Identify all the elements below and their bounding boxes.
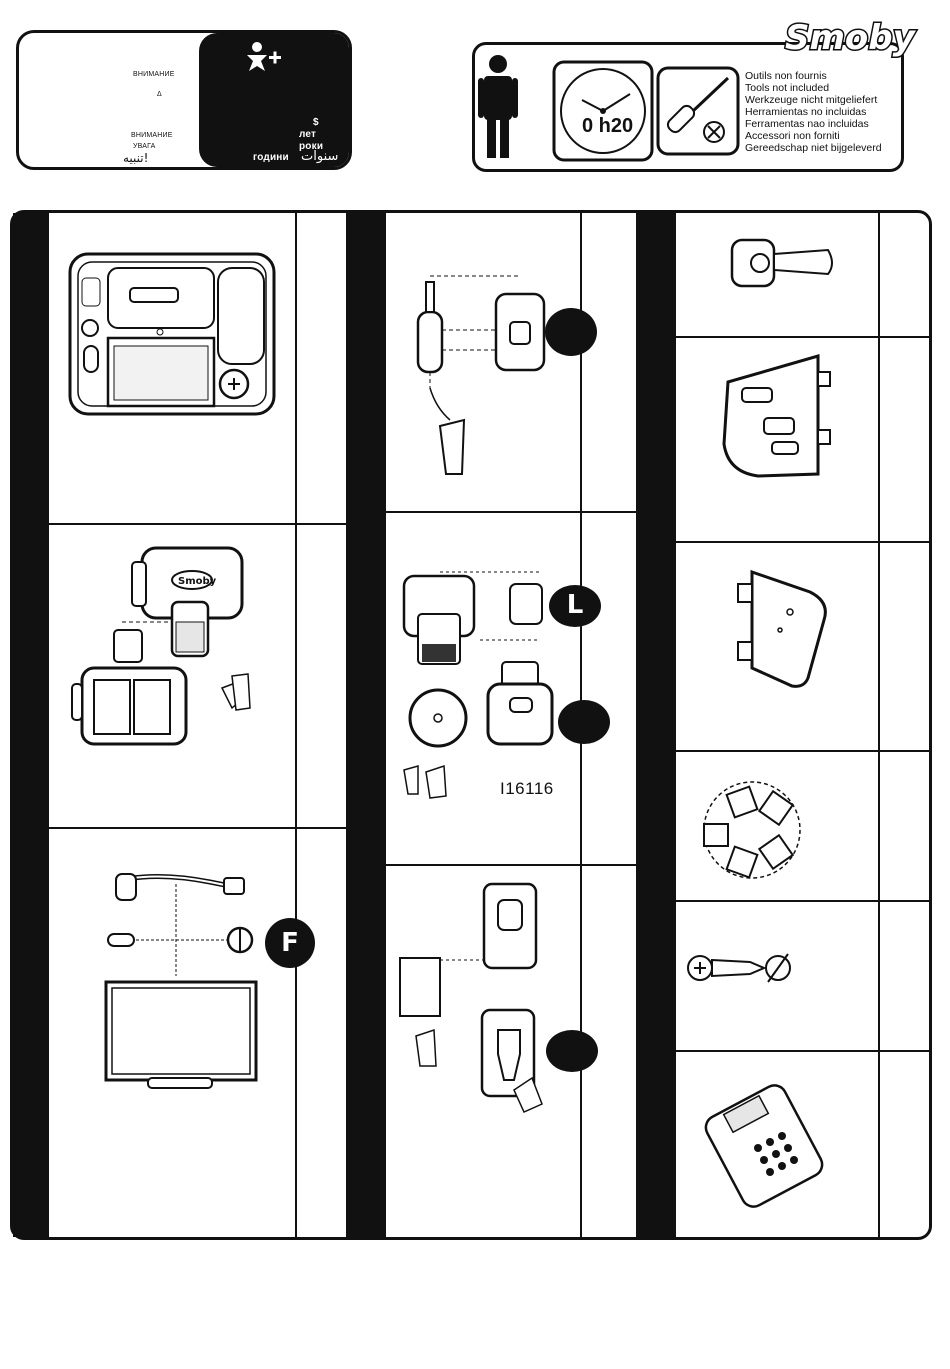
column-1-divider xyxy=(295,213,297,1237)
column-2-bar xyxy=(346,213,386,1237)
warning-ru: ВНИМАНИЕ xyxy=(133,71,175,78)
age-ar: سنوات xyxy=(301,149,338,164)
warning-ar: تنبيه! xyxy=(123,151,148,165)
warning-uk: УВАГА xyxy=(133,143,156,150)
screen-frame-illustration xyxy=(100,870,270,1090)
tools-line-it: Accessori non forniti xyxy=(745,130,840,142)
row-divider xyxy=(636,541,930,543)
part-code: I16116 xyxy=(500,779,554,799)
controller-assembly-illustration xyxy=(396,880,566,1118)
badge-l: L xyxy=(549,585,601,627)
tools-line-pt: Ferramentas nao incluidas xyxy=(745,118,869,130)
cable-connection-illustration xyxy=(410,268,550,482)
adult-icon xyxy=(478,52,528,162)
row-divider xyxy=(346,511,636,513)
child-plus-icon xyxy=(245,41,287,71)
tools-line-de: Werkzeuge nicht mitgeliefert xyxy=(745,94,877,106)
tools-line-es: Herramientas no incluidas xyxy=(745,106,866,118)
warning-symbol: Δ xyxy=(157,91,162,98)
row-divider xyxy=(13,523,346,525)
speaker-assembly-illustration xyxy=(400,570,560,802)
step-badge-2 xyxy=(558,700,610,744)
age-ru: лет xyxy=(299,129,316,140)
column-1-bar xyxy=(13,213,49,1237)
column-3-divider xyxy=(878,213,880,1237)
time-label: 0 h20 xyxy=(582,115,633,138)
row-divider xyxy=(346,864,636,866)
step-badge-1 xyxy=(545,308,597,356)
column-3-bar xyxy=(636,213,676,1237)
row-divider xyxy=(636,900,930,902)
step-badge-3 xyxy=(546,1030,598,1072)
console-front-illustration xyxy=(68,252,276,416)
row-divider xyxy=(13,827,346,829)
age-dollar: $ xyxy=(313,117,319,128)
battery-compartment-illustration: Smoby xyxy=(72,542,272,752)
side-panel-illustration xyxy=(738,568,830,688)
age-bg: години xyxy=(253,152,289,163)
base-plate-illustration xyxy=(718,352,838,482)
badge-f: F xyxy=(265,918,315,968)
warning-bg: ВНИМАНИЕ xyxy=(131,132,173,139)
row-divider xyxy=(636,1050,930,1052)
smoby-logo: Smoby xyxy=(785,18,915,58)
calculator-icon xyxy=(706,1090,824,1202)
row-divider xyxy=(636,336,930,338)
screw-size-illustration xyxy=(684,946,800,990)
tools-line-nl: Gereedschap niet bijgeleverd xyxy=(745,142,882,154)
row-divider xyxy=(636,750,930,752)
caps-part-illustration xyxy=(700,776,804,888)
screw-part-illustration xyxy=(728,236,838,292)
tools-line-en: Tools not included xyxy=(745,82,829,94)
warning-card: ВНИМАНИЕ Δ ВНИМАНИЕ УВАГА تنبيه! $ лет р… xyxy=(16,30,352,170)
tools-line-fr: Outils non fournis xyxy=(745,70,827,82)
svg-text:Smoby: Smoby xyxy=(178,576,217,587)
screwdriver-crossed-icon xyxy=(656,66,740,156)
clock-icon xyxy=(552,60,656,164)
